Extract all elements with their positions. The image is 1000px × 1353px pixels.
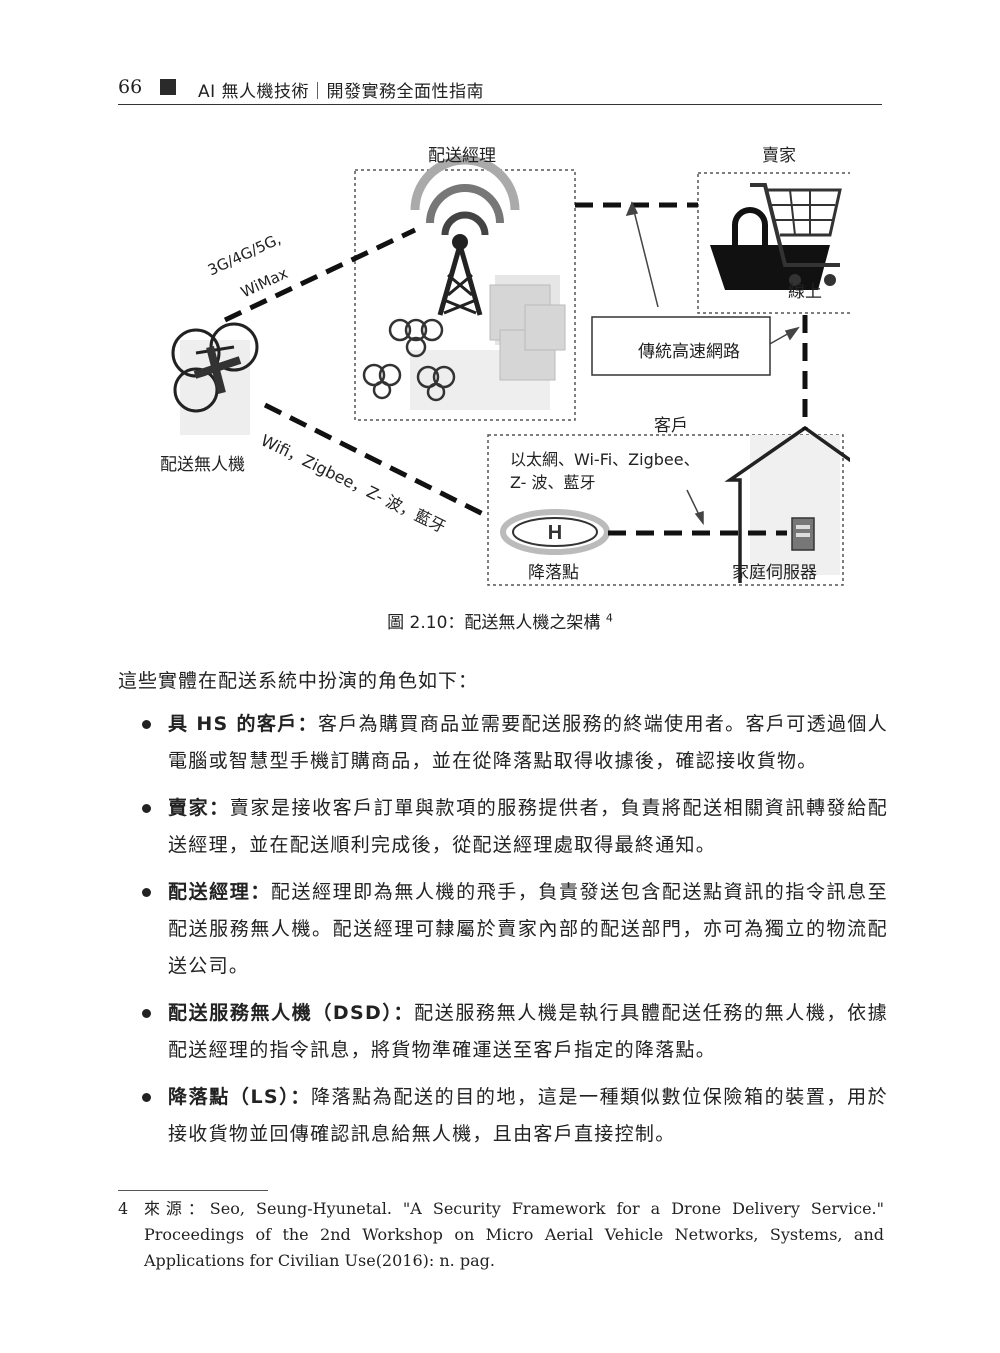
label-traditional-network: 傳統高速網路 — [638, 342, 740, 362]
list-item-term: 具 HS 的客戶： — [168, 713, 318, 735]
small-drone-icon — [362, 318, 456, 402]
footnote-text: 來源：Seo, Seung-Hyunetal. "A Security Fram… — [144, 1199, 884, 1270]
seller-box — [697, 172, 850, 314]
book-title: AI 無人機技術｜開發實務全面性指南 — [198, 82, 485, 102]
caption-text: 圖 2.10：配送無人機之架構 — [387, 613, 601, 633]
diagram-graphics: H — [171, 155, 850, 586]
intro-paragraph: 這些實體在配送系統中扮演的角色如下： — [118, 670, 479, 692]
delivery-drone-icon — [171, 322, 259, 413]
list-item: 降落點（LS）：降落點為配送的目的地，這是一種類似數位保險箱的裝置，用於接收貨物… — [118, 1079, 888, 1153]
list-item-text: 客戶為購買商品並需要配送服務的終端使用者。客戶可透過個人電腦或智慧型手機訂購商品… — [168, 713, 889, 772]
page-number: 66 — [118, 76, 143, 98]
page-header: 66 AI 無人機技術｜開發實務全面性指南 — [118, 72, 882, 105]
list-item-text: 配送經理即為無人機的飛手，負責發送包含配送點資訊的指令訊息至配送服務無人機。配送… — [168, 881, 888, 977]
thin-arrows — [625, 201, 800, 526]
list-item-term: 配送服務無人機（DSD）： — [168, 1002, 415, 1024]
label-landing-spot: 降落點 — [528, 563, 579, 583]
manager-box — [354, 169, 576, 421]
antenna-tower-icon — [410, 155, 520, 316]
label-online: 線上 — [788, 282, 822, 302]
list-item-text: 賣家是接收客戶訂單與款項的服務提供者，負責將配送相關資訊轉發給配送經理，並在配送… — [168, 797, 888, 856]
list-item-text: 降落點為配送的目的地，這是一種類似數位保險箱的裝置，用於接收貨物並回傳確認訊息給… — [168, 1086, 888, 1145]
role-list: 具 HS 的客戶：客戶為購買商品並需要配送服務的終端使用者。客戶可透過個人電腦或… — [118, 706, 888, 1163]
home-server-icon — [791, 517, 815, 551]
footnote: 4 來源：Seo, Seung-Hyunetal. "A Security Fr… — [118, 1196, 884, 1274]
landing-pad-icon: H — [500, 509, 610, 555]
list-item-term: 賣家： — [168, 797, 230, 819]
label-home-server: 家庭伺服器 — [732, 563, 817, 583]
label-customer: 客戶 — [654, 416, 688, 436]
footnote-number: 4 — [118, 1199, 129, 1218]
list-item-text: 配送服務無人機是執行具體配送任務的無人機，依據配送經理的指令訊息，將貨物準確運送… — [168, 1002, 888, 1061]
figure-caption: 圖 2.10：配送無人機之架構 4 — [0, 608, 1000, 633]
list-item-term: 配送經理： — [168, 881, 271, 903]
package-boxes-icon — [489, 284, 566, 381]
list-item: 配送服務無人機（DSD）：配送服務無人機是執行具體配送任務的無人機，依據配送經理… — [118, 995, 888, 1069]
list-item: 賣家：賣家是接收客戶訂單與款項的服務提供者，負責將配送相關資訊轉發給配送經理，並… — [118, 790, 888, 864]
label-customer-protocols-1: 以太網、Wi-Fi、Zigbee、 — [510, 450, 700, 469]
list-item: 配送經理：配送經理即為無人機的飛手，負責發送包含配送點資訊的指令訊息至配送服務無… — [118, 874, 888, 985]
shopping-cart-icon — [710, 183, 842, 290]
label-delivery-manager: 配送經理 — [428, 146, 496, 166]
label-customer-protocols-2: Z- 波、藍牙 — [510, 473, 596, 492]
list-item-term: 降落點（LS）： — [168, 1086, 311, 1108]
footnote-divider — [118, 1190, 268, 1191]
caption-ref: 4 — [605, 611, 613, 625]
svg-text:H: H — [548, 522, 562, 544]
header-square-icon — [160, 79, 176, 95]
label-drone: 配送無人機 — [160, 455, 245, 475]
list-item: 具 HS 的客戶：客戶為購買商品並需要配送服務的終端使用者。客戶可透過個人電腦或… — [118, 706, 888, 780]
label-seller: 賣家 — [762, 146, 796, 166]
architecture-diagram: H 配送經理 賣家 線上 傳統高速網路 客戶 以太網、Wi-Fi、Zigbee、… — [150, 135, 850, 595]
network-label-box — [591, 316, 771, 376]
connection-lines — [223, 202, 808, 536]
